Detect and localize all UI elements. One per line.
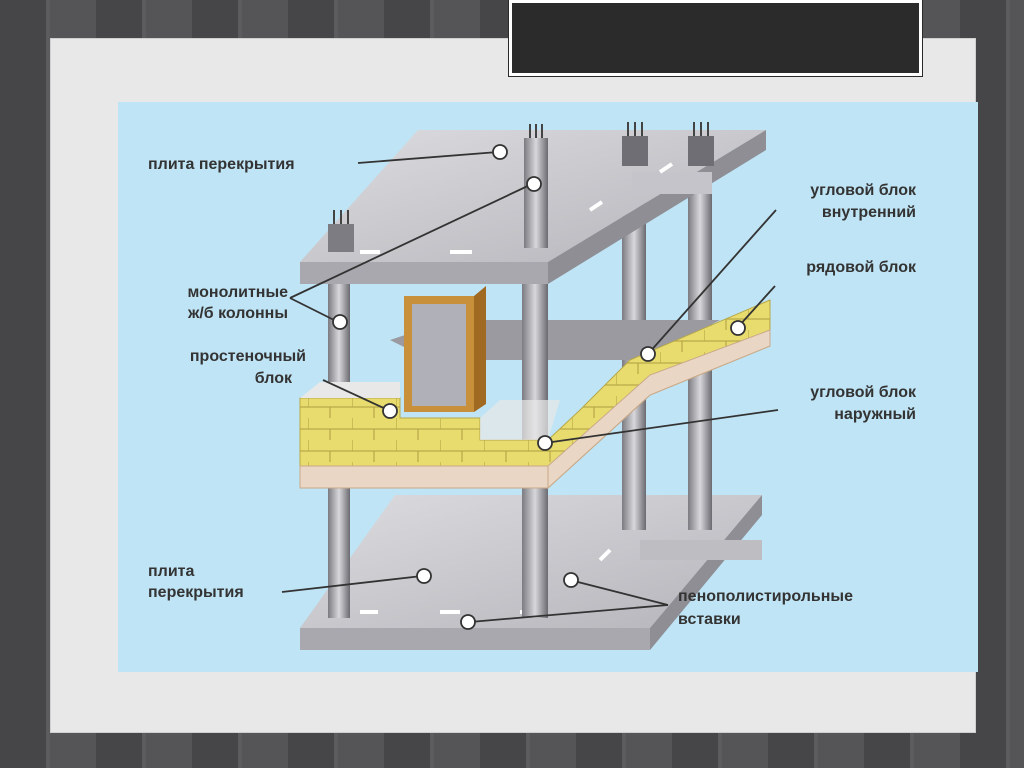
label-slab-top: плита перекрытия	[148, 156, 295, 173]
label-row-block: рядовой блок	[806, 259, 916, 276]
label-slab-bottom-line2: перекрытия	[148, 584, 244, 601]
label-corner-outer-line1: угловой блок	[810, 384, 916, 401]
label-pier-block-line2: блок	[254, 370, 292, 387]
window-frame	[404, 286, 486, 412]
label-corner-inner-line1: угловой блок	[810, 182, 916, 199]
label-columns-line1: монолитные	[187, 284, 289, 301]
label-slab-bottom-line1: плита	[148, 563, 195, 580]
label-corner-inner-line2: внутренний	[821, 204, 916, 221]
block-wall	[299, 299, 771, 490]
label-pier-block-line1: простеночный	[189, 348, 306, 365]
title-box	[508, 0, 923, 77]
callout-dots	[332, 144, 746, 630]
label-corner-outer-line2: наружный	[834, 406, 916, 423]
label-foam-inserts-line2: вставки	[678, 611, 741, 628]
label-foam-inserts-line1: пенополистирольные	[678, 588, 853, 605]
callout-lines	[281, 151, 779, 623]
label-columns-line2: ж/б колонны	[187, 305, 288, 322]
rebar-stubs	[328, 122, 714, 252]
